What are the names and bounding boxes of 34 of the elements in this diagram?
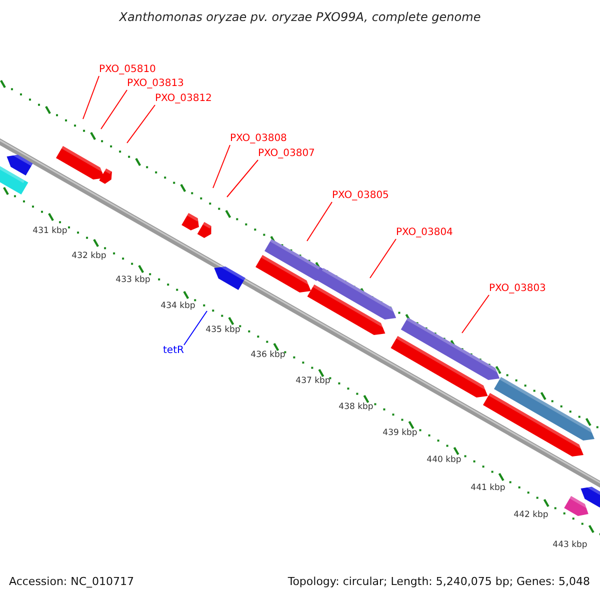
position-label: 433 kbp <box>116 275 150 285</box>
position-label: 437 kbp <box>296 376 330 386</box>
chart-title: Xanthomonas oryzae pv. oryzae PXO99A, complete genome <box>118 10 482 24</box>
gene-label: PXO_03812 <box>155 93 212 105</box>
gene-label: PXO_03803 <box>489 283 546 295</box>
leader-line <box>184 310 208 346</box>
leader-line <box>306 202 332 242</box>
gene-label: tetR <box>163 345 184 357</box>
gene-label: PXO_05810 <box>99 64 156 76</box>
footer-text: Topology: circular; Length: 5,240,075 bp; Genes: 5,048 <box>288 575 590 589</box>
leader-line <box>212 144 230 188</box>
position-label: 443 kbp <box>552 540 588 550</box>
gene-label: PXO_03813 <box>127 78 184 90</box>
position-label: 439 kbp <box>382 428 418 438</box>
position-label: 441 kbp <box>470 483 506 493</box>
position-label: 432 kbp <box>72 251 106 261</box>
gene-label: PXO_03804 <box>396 227 453 239</box>
position-label: 442 kbp <box>514 510 548 520</box>
gene-label: PXO_03805 <box>332 190 389 202</box>
leader-line <box>462 294 490 334</box>
footer-text: Accession: NC_010717 <box>9 575 134 589</box>
position-label: 440 kbp <box>426 455 462 465</box>
position-label: 438 kbp <box>338 402 374 412</box>
position-label: 434 kbp <box>160 301 196 311</box>
position-label: 431 kbp <box>32 226 68 236</box>
position-label: 436 kbp <box>250 350 286 360</box>
gene-label: PXO_03808 <box>230 133 287 145</box>
leader-line <box>226 160 258 198</box>
position-label: 435 kbp <box>206 325 240 335</box>
leader-line <box>82 76 100 120</box>
gene-label: PXO_03807 <box>258 148 315 160</box>
leader-line <box>100 90 128 130</box>
leader-line <box>370 238 396 278</box>
leader-line <box>126 104 156 144</box>
